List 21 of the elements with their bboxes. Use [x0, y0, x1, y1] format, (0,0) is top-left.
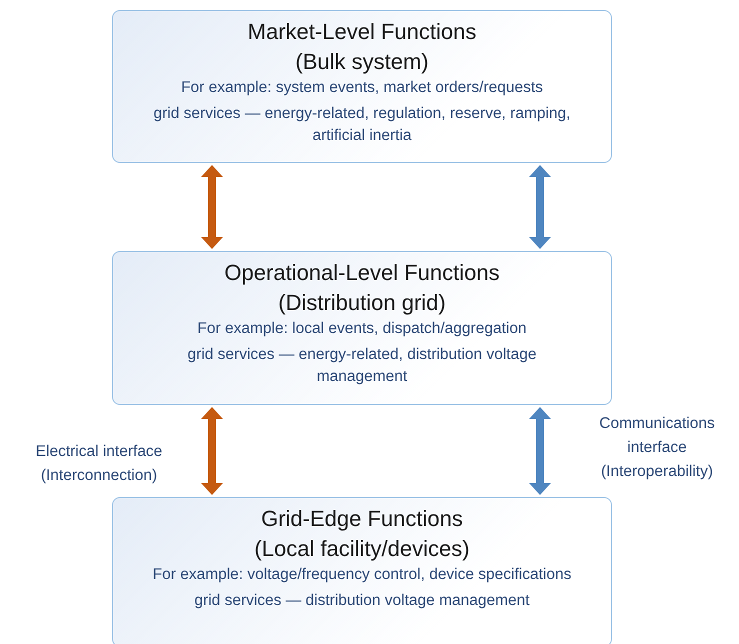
- interface-label: Electrical interface (Interconnection): [34, 442, 164, 486]
- function-box: [112, 10, 612, 163]
- node-subheading: (Local facility/devices): [253, 535, 471, 563]
- function-box: [112, 251, 612, 405]
- node-subheading: (Bulk system): [294, 48, 430, 76]
- example-text: For example: system events, market orders/requests: [180, 78, 544, 98]
- node-heading: Market-Level Functions: [246, 18, 478, 46]
- double-arrow: [529, 165, 551, 249]
- node-subheading: (Distribution grid): [277, 289, 447, 317]
- services-text: grid services — energy-related, regulation, reserve, ramping, artificial inertia: [152, 104, 572, 146]
- services-text: grid services — energy-related, distribution voltage management: [186, 345, 538, 387]
- function-box: [112, 497, 612, 644]
- double-arrow: [201, 407, 223, 495]
- double-arrow: [529, 407, 551, 495]
- example-text: For example: voltage/frequency control, device specifications: [152, 565, 572, 585]
- interface-label: Communications interface (Interoperability): [598, 414, 716, 482]
- node-heading: Grid-Edge Functions: [260, 505, 464, 533]
- node-heading: Operational-Level Functions: [223, 259, 501, 287]
- example-text: For example: local events, dispatch/aggregation: [196, 319, 528, 339]
- double-arrow: [201, 165, 223, 249]
- services-text: grid services — distribution voltage management: [193, 591, 531, 611]
